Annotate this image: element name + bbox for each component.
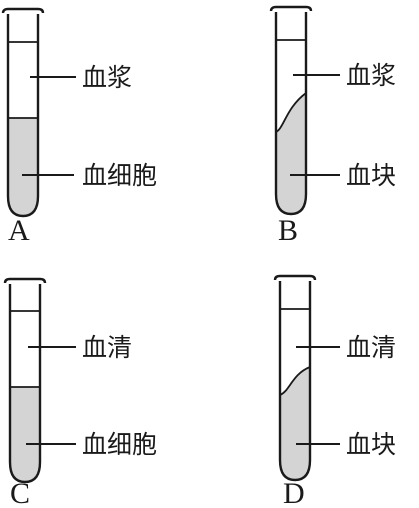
tube-c-rim (3, 277, 47, 284)
tube-c: 血清 血细胞 C (3, 277, 157, 508)
tube-b-rim (269, 5, 313, 12)
tube-a-glass (6, 14, 40, 218)
tube-a-rim (1, 7, 45, 14)
tube-b-lower-label: 血块 (346, 161, 396, 190)
tube-a-letter: A (8, 214, 30, 247)
tube-c-sediment (10, 387, 40, 482)
tube-d-glass (278, 281, 312, 482)
tube-d: 血清 血块 D (273, 274, 396, 508)
tube-b: 血浆 血块 B (269, 5, 396, 247)
tube-c-glass (8, 284, 42, 484)
tube-b-upper-label: 血浆 (346, 61, 396, 90)
tube-c-letter: C (10, 477, 30, 508)
tube-d-upper-label: 血清 (346, 333, 396, 362)
tube-d-lower-label: 血块 (346, 430, 396, 459)
tube-a-lower-label: 血细胞 (82, 161, 157, 190)
tube-a: 血浆 血细胞 A (1, 7, 157, 247)
tube-b-sediment (276, 93, 306, 214)
tube-c-lower-label: 血细胞 (82, 430, 157, 459)
tube-d-sediment (280, 367, 310, 480)
tube-d-rim (273, 274, 317, 281)
tube-c-upper-label: 血清 (82, 333, 132, 362)
tube-b-letter: B (278, 214, 298, 247)
tube-b-glass (274, 12, 308, 216)
tube-b-clot-surface (275, 92, 307, 133)
tube-a-sediment (8, 118, 38, 216)
tube-d-letter: D (283, 477, 305, 508)
tube-a-upper-label: 血浆 (82, 63, 132, 92)
tube-d-clot-surface (279, 366, 311, 396)
